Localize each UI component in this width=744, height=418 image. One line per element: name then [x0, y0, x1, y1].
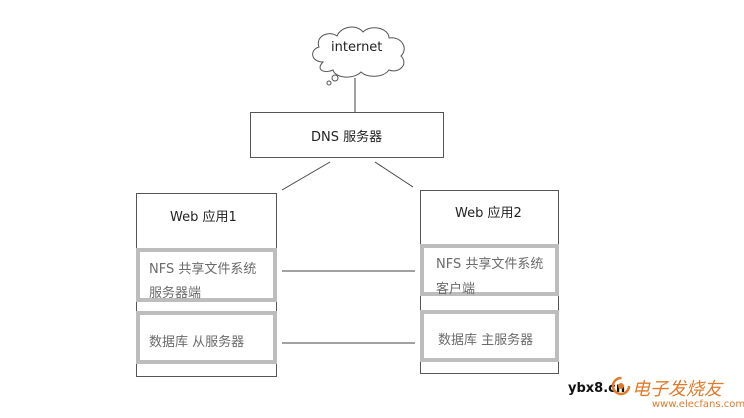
web-app-2-db-label: 数据库 主服务器 [438, 333, 534, 348]
elecfans-logo-icon [611, 376, 631, 396]
dns-web2-connector [374, 161, 414, 188]
web-app-1-nfs-line2: 服务器端 [149, 286, 202, 301]
web-app-2-nfs-line1: NFS 共享文件系统 [436, 257, 544, 272]
web-app-1-db-label: 数据库 从服务器 [149, 335, 245, 350]
dns-web1-connector [281, 161, 331, 191]
web-app-1-db-box: 数据库 从服务器 [136, 311, 277, 364]
dns-server-box: DNS 服务器 [250, 112, 444, 158]
web-app-2-nfs-box: NFS 共享文件系统 客户端 [420, 244, 559, 297]
cloud-label: internet [331, 40, 383, 55]
web-app-2-nfs-line2: 客户端 [436, 282, 476, 297]
watermark-brand: 电子发烧友 [632, 379, 722, 400]
internet-cloud-icon [312, 26, 405, 86]
watermark-url: www.elecfans.com [652, 399, 744, 410]
web-app-1-nfs-line1: NFS 共享文件系统 [149, 262, 257, 277]
web-app-2-title: Web 应用2 [455, 206, 522, 221]
watermark-site: ybx8.cn [568, 381, 626, 396]
dns-label: DNS 服务器 [311, 130, 383, 145]
web-app-1-nfs-box: NFS 共享文件系统 服务器端 [136, 248, 277, 302]
web-app-2-db-box: 数据库 主服务器 [420, 310, 559, 362]
web-app-1-title: Web 应用1 [170, 210, 237, 225]
